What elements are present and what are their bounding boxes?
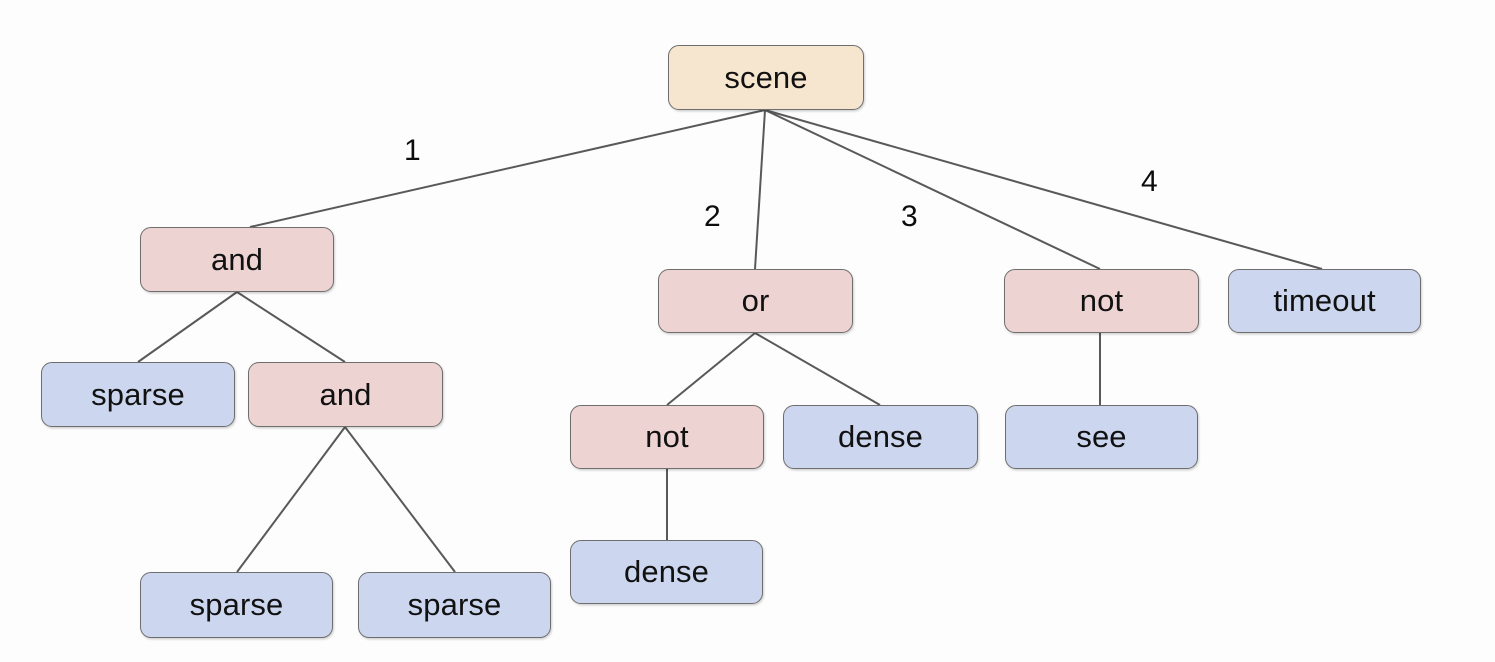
edge-order-label: 3 (901, 200, 918, 233)
tree-node-scene[interactable]: scene (668, 45, 864, 110)
tree-node-label: see (1076, 419, 1127, 454)
tree-edge (754, 332, 881, 406)
tree-node-sparse3[interactable]: sparse (358, 572, 551, 638)
tree-node-see1[interactable]: see (1005, 405, 1198, 469)
tree-edge (249, 109, 766, 228)
tree-node-sparse1[interactable]: sparse (41, 362, 235, 427)
tree-node-label: not (1079, 283, 1124, 318)
tree-node-label: dense (838, 419, 923, 454)
tree-edge (236, 426, 346, 573)
tree-edge (764, 109, 1323, 270)
tree-edge (137, 291, 238, 363)
edge-order-label: 4 (1141, 165, 1158, 198)
tree-node-label: sparse (407, 587, 502, 622)
tree-node-label: and (210, 241, 264, 277)
tree-node-timeout1[interactable]: timeout (1228, 269, 1421, 333)
tree-node-or1[interactable]: or (658, 269, 853, 333)
tree-edge (236, 291, 346, 363)
tree-edge (754, 109, 766, 270)
tree-node-dense2[interactable]: dense (570, 540, 763, 604)
edge-order-label: 1 (404, 134, 421, 167)
tree-node-label: or (741, 283, 770, 318)
tree-node-label: timeout (1273, 283, 1376, 318)
edge-order-label: 2 (704, 200, 721, 233)
tree-edge (764, 109, 1101, 270)
tree-node-label: sparse (91, 376, 185, 412)
tree-node-label: sparse (189, 587, 284, 622)
tree-node-dense1[interactable]: dense (783, 405, 978, 469)
tree-node-sparse2[interactable]: sparse (140, 572, 333, 638)
tree-node-not2[interactable]: not (1004, 269, 1199, 333)
tree-edge (666, 332, 756, 406)
tree-node-not1[interactable]: not (570, 405, 764, 469)
tree-node-and1[interactable]: and (140, 227, 334, 292)
tree-node-and2[interactable]: and (248, 362, 443, 427)
tree-edge (344, 426, 456, 573)
tree-node-label: dense (624, 554, 709, 589)
tree-node-label: and (319, 376, 372, 412)
tree-node-label: not (645, 419, 689, 454)
tree-node-label: scene (724, 59, 808, 95)
